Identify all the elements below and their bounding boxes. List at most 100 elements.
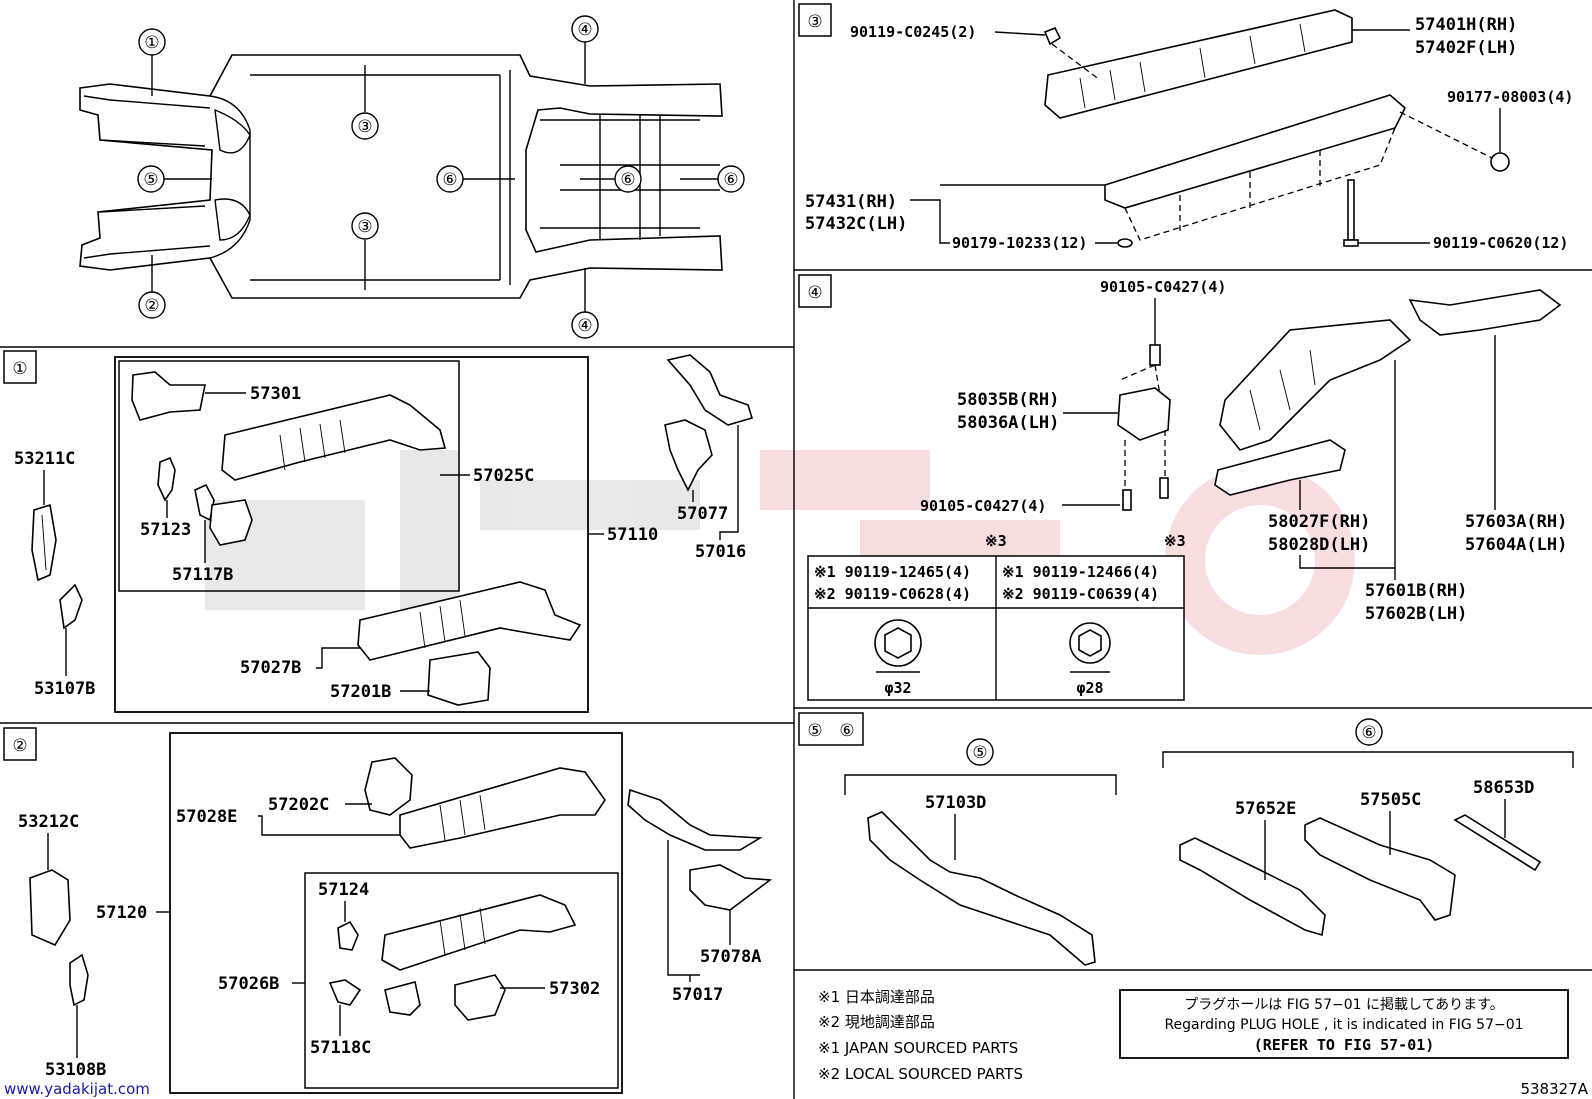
part-57201B-shape [427, 651, 491, 706]
label-57604A: 57604A(LH) [1465, 535, 1567, 555]
label-57026B: 57026B [218, 974, 279, 994]
group-6-label: ⑥ [1361, 723, 1376, 743]
plug-hole-refer: (REFER TO FIG 57-01) [1254, 1036, 1435, 1054]
diameter-28: φ28 [1076, 679, 1103, 697]
washer-icon [1117, 238, 1133, 248]
label-57505C: 57505C [1360, 790, 1421, 810]
section-label-5-6: ⑤ ⑥ [798, 712, 864, 746]
part-57026B-shape [381, 894, 577, 971]
label-58028D: 58028D(LH) [1268, 535, 1370, 555]
section4-parts: 90105-C0427(4) 58035B(RH) 58036A(LH) 901… [807, 278, 1567, 701]
label-57432C: 57432C(LH) [805, 214, 907, 234]
figure-code: 538327A [1520, 1080, 1588, 1098]
part-57117B-shape [209, 499, 253, 546]
table-cell-c2r1: ※1 90119-12466(4) [1002, 563, 1159, 581]
callout-3-top: ③ [357, 117, 372, 137]
plug-hole-note-jp: プラグホールは FIG 57−01 に掲載してあります。 [1184, 997, 1504, 1013]
part-57505C-shape [1304, 817, 1456, 921]
section-5-label: ⑤ [807, 721, 822, 741]
note-japan-jp: ※1 日本調達部品 [818, 988, 935, 1006]
label-57027B: 57027B [240, 658, 301, 678]
note-local-en: ※2 LOCAL SOURCED PARTS [818, 1065, 1023, 1083]
section-3-label: ③ [807, 12, 822, 32]
label-57078A: 57078A [700, 947, 761, 967]
label-57302: 57302 [549, 979, 600, 999]
section-1-label: ① [12, 359, 27, 379]
part-57652E-shape [1179, 837, 1326, 937]
part-57124-shape [337, 920, 359, 951]
label-90177-08003: 90177-08003(4) [1447, 88, 1573, 106]
part-57431-shape [1104, 94, 1406, 209]
part-57103D-shape [867, 811, 1096, 966]
site-watermark: www.yadakijat.com [4, 1080, 150, 1098]
part-57016-shape [666, 354, 754, 426]
overview-callouts: ① ② ③ ③ ④ ④ ⑤ ⑥ ⑥ ⑥ [137, 15, 745, 339]
label-57301: 57301 [250, 384, 301, 404]
part-57302-shape [454, 974, 506, 1021]
label-57016: 57016 [695, 542, 746, 562]
section3-parts: 90119-C0245(2) 57401H(RH) 57402F(LH) 901… [805, 9, 1573, 252]
callout-4-top: ④ [577, 20, 592, 40]
label-ref3-left: ※3 [985, 532, 1007, 550]
callout-6-a: ⑥ [442, 170, 457, 190]
bolt-c0620-icon [1347, 179, 1355, 241]
bolt-c0427-mid-icon [1122, 489, 1132, 511]
label-57202C: 57202C [268, 795, 329, 815]
callout-2: ② [144, 296, 159, 316]
label-57401H: 57401H(RH) [1415, 15, 1517, 35]
label-57017: 57017 [672, 985, 723, 1005]
label-90119-C0245: 90119-C0245(2) [850, 23, 976, 41]
part-57603A-shape [1408, 289, 1562, 336]
part-57301-shape [131, 371, 206, 421]
label-58653D: 58653D [1473, 778, 1534, 798]
label-90105-C0427-mid: 90105-C0427(4) [920, 497, 1046, 515]
callout-4-bottom: ④ [577, 316, 592, 336]
part-57202C-shape [364, 757, 413, 816]
label-57118C: 57118C [310, 1038, 371, 1058]
label-53107B: 53107B [34, 679, 95, 699]
section-label-4: ④ [798, 274, 832, 308]
label-90179-10233: 90179-10233(12) [952, 234, 1087, 252]
nut-icon [1490, 152, 1510, 172]
label-57601B: 57601B(RH) [1365, 581, 1467, 601]
part-53212C-shape [29, 869, 71, 947]
label-53108B: 53108B [45, 1060, 106, 1080]
label-57201B: 57201B [330, 682, 391, 702]
part-57401H-shape [1044, 9, 1353, 119]
diameter-32: φ32 [884, 679, 911, 697]
table-cell-c1r1: ※1 90119-12465(4) [814, 563, 971, 581]
label-57652E: 57652E [1235, 799, 1296, 819]
section-6-label: ⑥ [839, 721, 854, 741]
part-58653D-shape [1453, 814, 1542, 872]
part-53108B-shape [69, 953, 89, 1007]
label-57124: 57124 [318, 880, 369, 900]
label-57025C: 57025C [473, 466, 534, 486]
plug-hole-note-box: プラグホールは FIG 57−01 に掲載してあります。 Regarding P… [1119, 989, 1569, 1059]
note-japan-en: ※1 JAPAN SOURCED PARTS [818, 1039, 1018, 1057]
section-label-2: ② [3, 727, 37, 761]
section1-parts: 53211C 53107B 57301 57025C 57123 57117B … [14, 354, 754, 706]
part-57078A-shape [689, 864, 773, 911]
sourcing-notes: ※1 日本調達部品 ※2 現地調達部品 ※1 JAPAN SOURCED PAR… [818, 988, 1023, 1083]
part-57017-shape [627, 788, 763, 851]
label-57117B: 57117B [172, 565, 233, 585]
bolt-ref3-icon [1159, 477, 1169, 499]
section2-group-box [169, 732, 623, 1094]
label-57120: 57120 [96, 903, 147, 923]
callout-6-b: ⑥ [620, 170, 635, 190]
part-57123-shape [157, 456, 176, 502]
label-57028E: 57028E [176, 807, 237, 827]
label-58036A: 58036A(LH) [957, 413, 1059, 433]
label-53211C: 53211C [14, 449, 75, 469]
callout-5: ⑤ [143, 170, 158, 190]
section-4-label: ④ [807, 283, 822, 303]
part-57118C-shape [328, 979, 362, 1006]
label-57103D: 57103D [925, 793, 986, 813]
group-5-label: ⑤ [972, 743, 987, 763]
label-57402F: 57402F(LH) [1415, 38, 1517, 58]
label-90119-C0620: 90119-C0620(12) [1433, 234, 1568, 252]
label-ref3-right: ※3 [1164, 532, 1186, 550]
